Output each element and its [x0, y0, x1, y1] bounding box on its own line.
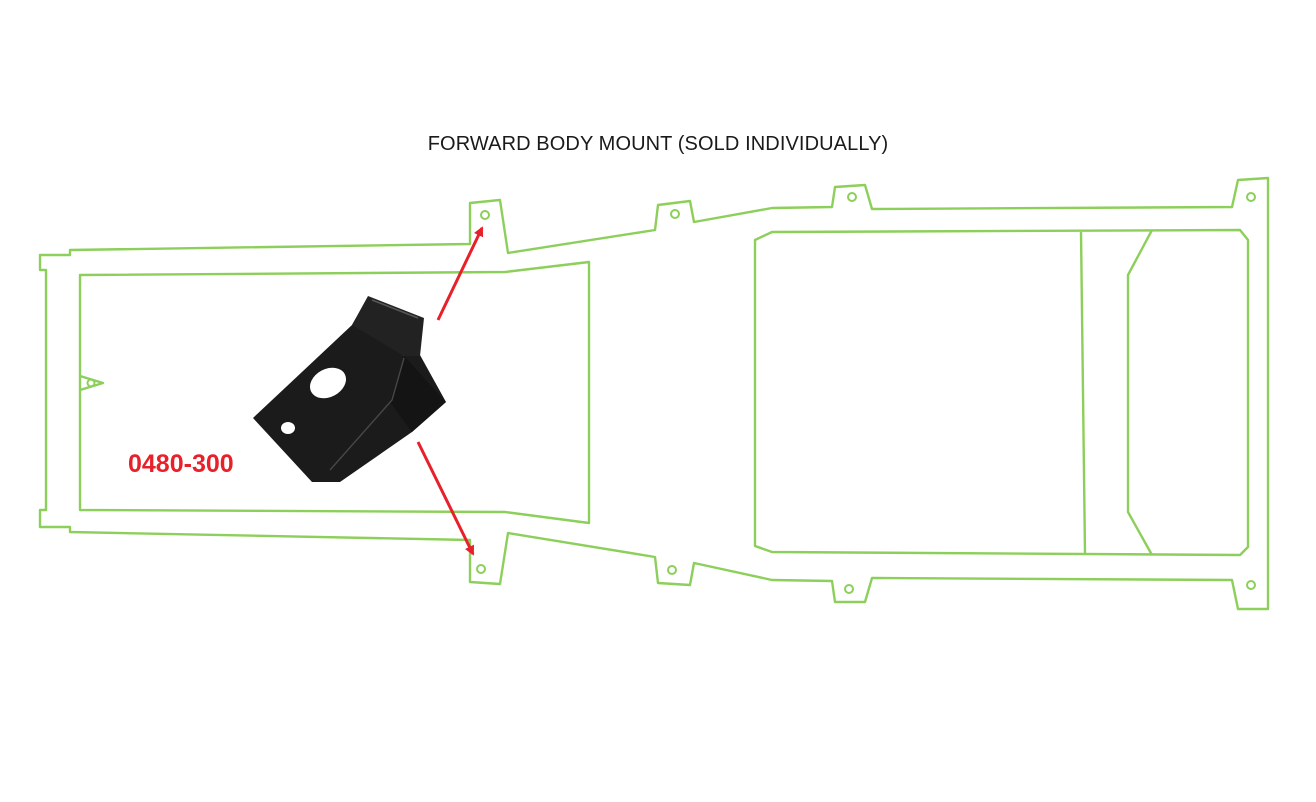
mount-hole: [86, 378, 96, 388]
frame-rear-crossmember: [1079, 229, 1154, 556]
arrow-icon: [436, 226, 484, 321]
arrow-icon: [416, 441, 475, 556]
mount-hole: [1246, 192, 1256, 202]
body-mount-bracket-icon: [253, 296, 446, 482]
frame-outer-outline: [38, 176, 1270, 611]
mount-hole: [480, 210, 490, 220]
mount-hole: [847, 192, 857, 202]
chassis-frame-outline: [38, 176, 1270, 611]
part-number-label: 0480-300: [128, 450, 234, 478]
bracket-fold-shading: [390, 356, 446, 432]
mount-hole: [844, 584, 854, 594]
frame-mount-holes: [86, 192, 1256, 594]
bracket-main-plate: [253, 318, 446, 482]
bracket-large-hole: [309, 367, 347, 399]
diagram-title: FORWARD BODY MOUNT (SOLD INDIVIDUALLY): [427, 133, 889, 155]
frame-front-tab: [79, 374, 105, 392]
frame-front-inner-cutout: [78, 260, 591, 525]
mount-hole: [476, 564, 486, 574]
mount-hole: [667, 565, 677, 575]
bracket-small-hole: [281, 422, 295, 434]
bracket-fold-edge: [329, 357, 405, 471]
bracket-top-lip: [352, 296, 424, 356]
frame-rear-inner-cutout: [753, 228, 1250, 557]
mount-hole: [670, 209, 680, 219]
bracket-lip-highlight: [371, 299, 419, 319]
mount-hole: [1246, 580, 1256, 590]
